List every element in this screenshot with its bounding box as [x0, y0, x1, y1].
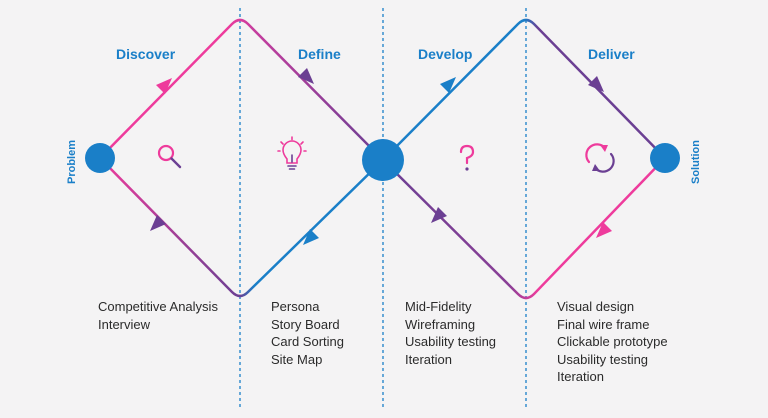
activity-item: Usability testing [405, 334, 497, 349]
lightbulb-icon [277, 136, 307, 170]
flow-arrows [150, 68, 612, 245]
arrow-up-right [156, 78, 172, 94]
diamond-2-bottom-edge [382, 157, 666, 300]
deliver-activities: Visual design Final wire frame Clickable… [557, 298, 668, 386]
activity-item: Site Map [271, 351, 323, 367]
arrow-up-left [150, 215, 166, 231]
activity-item: Story Board [271, 316, 340, 332]
arrow-down-right [298, 68, 314, 84]
activity-item: Clickable prototype [557, 334, 668, 349]
solution-label: Solution [690, 140, 702, 184]
phase-title-develop: Develop [418, 46, 473, 62]
develop-activities: Mid-Fidelity Wireframing Usability testi… [405, 298, 496, 368]
phase-title-define: Define [298, 46, 341, 62]
activity-item: Wireframing [405, 316, 476, 332]
phase-title-deliver: Deliver [588, 46, 635, 62]
phase-title-discover: Discover [116, 46, 176, 62]
problem-label: Problem [66, 139, 78, 184]
question-mark-icon [459, 144, 475, 171]
activity-item: Interview [98, 316, 151, 332]
discover-activities: Competitive Analysis Interview [98, 298, 218, 333]
activity-item: Competitive Analysis [98, 299, 218, 314]
arrow-up-left [431, 207, 447, 223]
activity-item: Usability testing [557, 351, 649, 367]
arrow-down-left [596, 222, 612, 238]
center-node [362, 139, 404, 181]
refresh-icon [585, 143, 615, 173]
arrow-up-right [440, 77, 456, 93]
search-icon [157, 144, 182, 169]
diamond-1-bottom-edge [99, 157, 384, 298]
activity-item: Final wire frame [557, 316, 650, 332]
problem-node [85, 143, 115, 173]
diamond-2-top-edge [382, 18, 666, 161]
activity-item: Mid-Fidelity [405, 299, 472, 314]
activity-item: Visual design [557, 299, 635, 314]
define-activities: Persona Story Board Card Sorting Site Ma… [271, 298, 344, 368]
arrow-down-left [303, 229, 319, 245]
activity-item: Iteration [405, 351, 452, 367]
activity-item: Iteration [557, 369, 604, 384]
activity-item: Persona [271, 299, 320, 314]
activity-item: Card Sorting [271, 334, 344, 349]
solution-node [650, 143, 680, 173]
phase-dividers [239, 8, 527, 410]
arrow-down-right [588, 76, 604, 92]
diamond-1-top-edge [99, 18, 384, 161]
